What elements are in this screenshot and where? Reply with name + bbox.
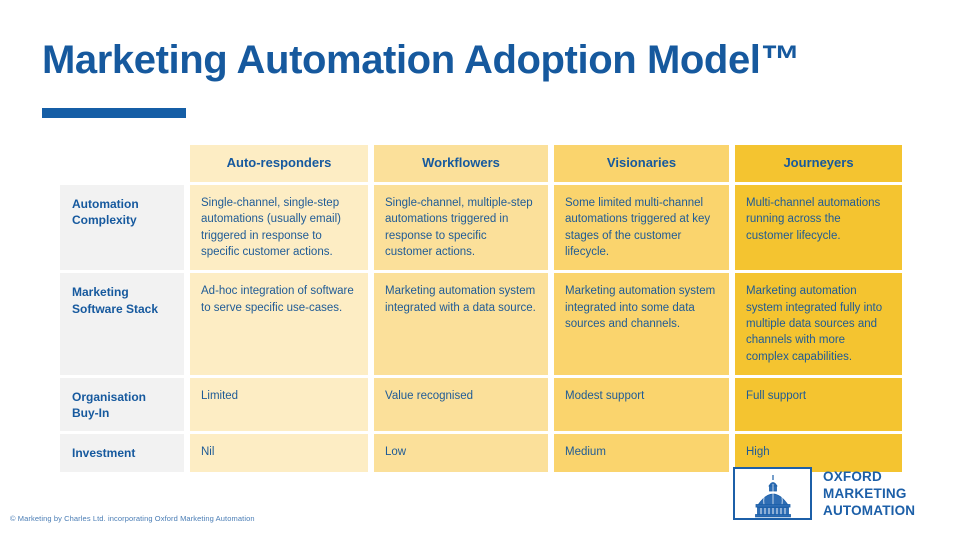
row-label-organisation-buy-in: Organisation Buy-In [60, 377, 184, 432]
cell-marketing-software-stack-auto-responders: Ad-hoc integration of software to serve … [190, 273, 368, 375]
brand-logo: OXFORD MARKETING AUTOMATION [733, 467, 915, 520]
column-header-journeyers: Journeyers [735, 145, 902, 182]
matrix-corner-cell [60, 145, 184, 182]
cell-investment-visionaries: Medium [554, 434, 729, 472]
row-label-marketing-software-stack: Marketing Software Stack [60, 273, 184, 375]
logo-line-oxford: OXFORD [823, 469, 882, 484]
cell-automation-complexity-visionaries: Some limited multi-channel automations t… [554, 185, 729, 271]
logo-line-marketing: MARKETING [823, 486, 907, 501]
row-label-automation-complexity: Automation Complexity [60, 185, 184, 271]
cell-organisation-buy-in-visionaries: Modest support [554, 377, 729, 432]
title-underline-rule [42, 108, 186, 118]
row-label-investment: Investment [60, 434, 184, 472]
cell-organisation-buy-in-auto-responders: Limited [190, 377, 368, 432]
logo-line-automation: AUTOMATION [823, 503, 916, 518]
cell-marketing-software-stack-journeyers: Marketing automation system integrated f… [735, 273, 902, 375]
copyright-note: © Marketing by Charles Ltd. incorporatin… [10, 514, 255, 523]
adoption-model-matrix: Auto-responders Workflowers Visionaries … [60, 145, 902, 472]
cell-marketing-software-stack-visionaries: Marketing automation system integrated i… [554, 273, 729, 375]
column-header-visionaries: Visionaries [554, 145, 729, 182]
column-header-auto-responders: Auto-responders [190, 145, 368, 182]
column-header-workflowers: Workflowers [374, 145, 548, 182]
cell-automation-complexity-journeyers: Multi-channel automations running across… [735, 185, 902, 271]
cell-organisation-buy-in-journeyers: Full support [735, 377, 902, 432]
cell-investment-workflowers: Low [374, 434, 548, 472]
oxford-dome-icon [733, 467, 812, 520]
cell-marketing-software-stack-workflowers: Marketing automation system integrated w… [374, 273, 548, 375]
cell-automation-complexity-workflowers: Single-channel, multiple-step automation… [374, 185, 548, 271]
cell-automation-complexity-auto-responders: Single-channel, single-step automations … [190, 185, 368, 271]
page-title: Marketing Automation Adoption Model™ [42, 38, 801, 82]
cell-investment-journeyers: High [735, 434, 902, 472]
logo-wordmark: OXFORD MARKETING AUTOMATION [823, 468, 915, 519]
cell-organisation-buy-in-workflowers: Value recognised [374, 377, 548, 432]
cell-investment-auto-responders: Nil [190, 434, 368, 472]
